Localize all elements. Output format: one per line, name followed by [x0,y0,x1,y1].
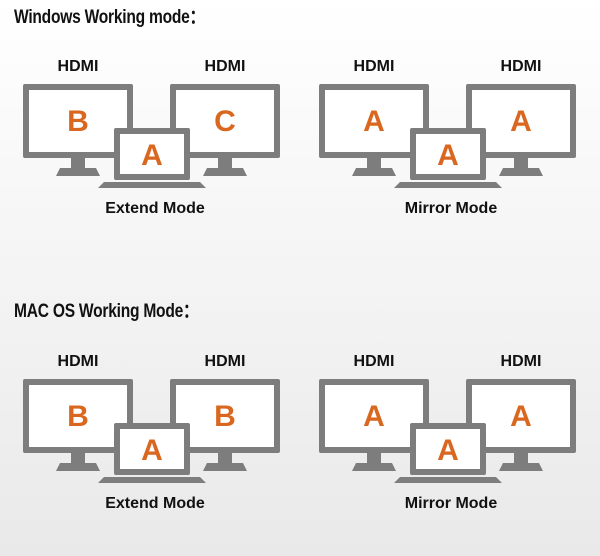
mac-mode-title: MAC OS Working Mode： [14,301,199,322]
right-monitor-icon [170,379,280,471]
laptop-screen-letter: A [141,139,163,172]
right-screen-letter: A [510,400,532,433]
monitors-illustration: B B A [23,379,280,483]
laptop-screen-letter: A [437,434,459,467]
left-monitor-icon [23,379,133,471]
laptop-icon [98,128,206,188]
laptop-screen-letter: A [437,139,459,172]
laptop-icon [394,423,502,483]
right-monitor-icon [466,84,576,176]
laptop-icon [98,423,206,483]
hdmi-label-left: HDMI [353,58,395,75]
mode-caption: Extend Mode [105,200,205,217]
hdmi-label-right: HDMI [204,353,246,370]
laptop-icon [394,128,502,188]
hdmi-label-left: HDMI [57,353,99,370]
laptop-screen-letter: A [141,434,163,467]
hdmi-label-left: HDMI [353,353,395,370]
right-monitor-icon [466,379,576,471]
hdmi-label-right: HDMI [500,58,542,75]
windows-extend-diagram: HDMI HDMI B C A Extend Mode [20,58,290,223]
mac-extend-diagram: HDMI HDMI B B A Extend Mode [20,353,290,518]
left-monitor-icon [319,379,429,471]
left-screen-letter: B [67,105,89,138]
hdmi-label-right: HDMI [500,353,542,370]
hdmi-label-right: HDMI [204,58,246,75]
mode-caption: Extend Mode [105,495,205,512]
left-screen-letter: A [363,105,385,138]
left-screen-letter: B [67,400,89,433]
windows-mirror-diagram: HDMI HDMI A A A Mirror Mode [316,58,586,223]
hdmi-label-left: HDMI [57,58,99,75]
right-screen-letter: B [214,400,236,433]
mac-mirror-diagram: HDMI HDMI A A A Mirror Mode [316,353,586,518]
right-screen-letter: C [214,105,236,138]
left-screen-letter: A [363,400,385,433]
windows-mode-title: Windows Working mode： [14,7,205,28]
monitors-illustration: B C A [23,84,280,188]
monitors-illustration: A A A [319,379,576,483]
mode-caption: Mirror Mode [404,495,498,512]
left-monitor-icon [23,84,133,176]
mode-caption: Mirror Mode [404,200,498,217]
right-monitor-icon [170,84,280,176]
left-monitor-icon [319,84,429,176]
monitors-illustration: A A A [319,84,576,188]
right-screen-letter: A [510,105,532,138]
